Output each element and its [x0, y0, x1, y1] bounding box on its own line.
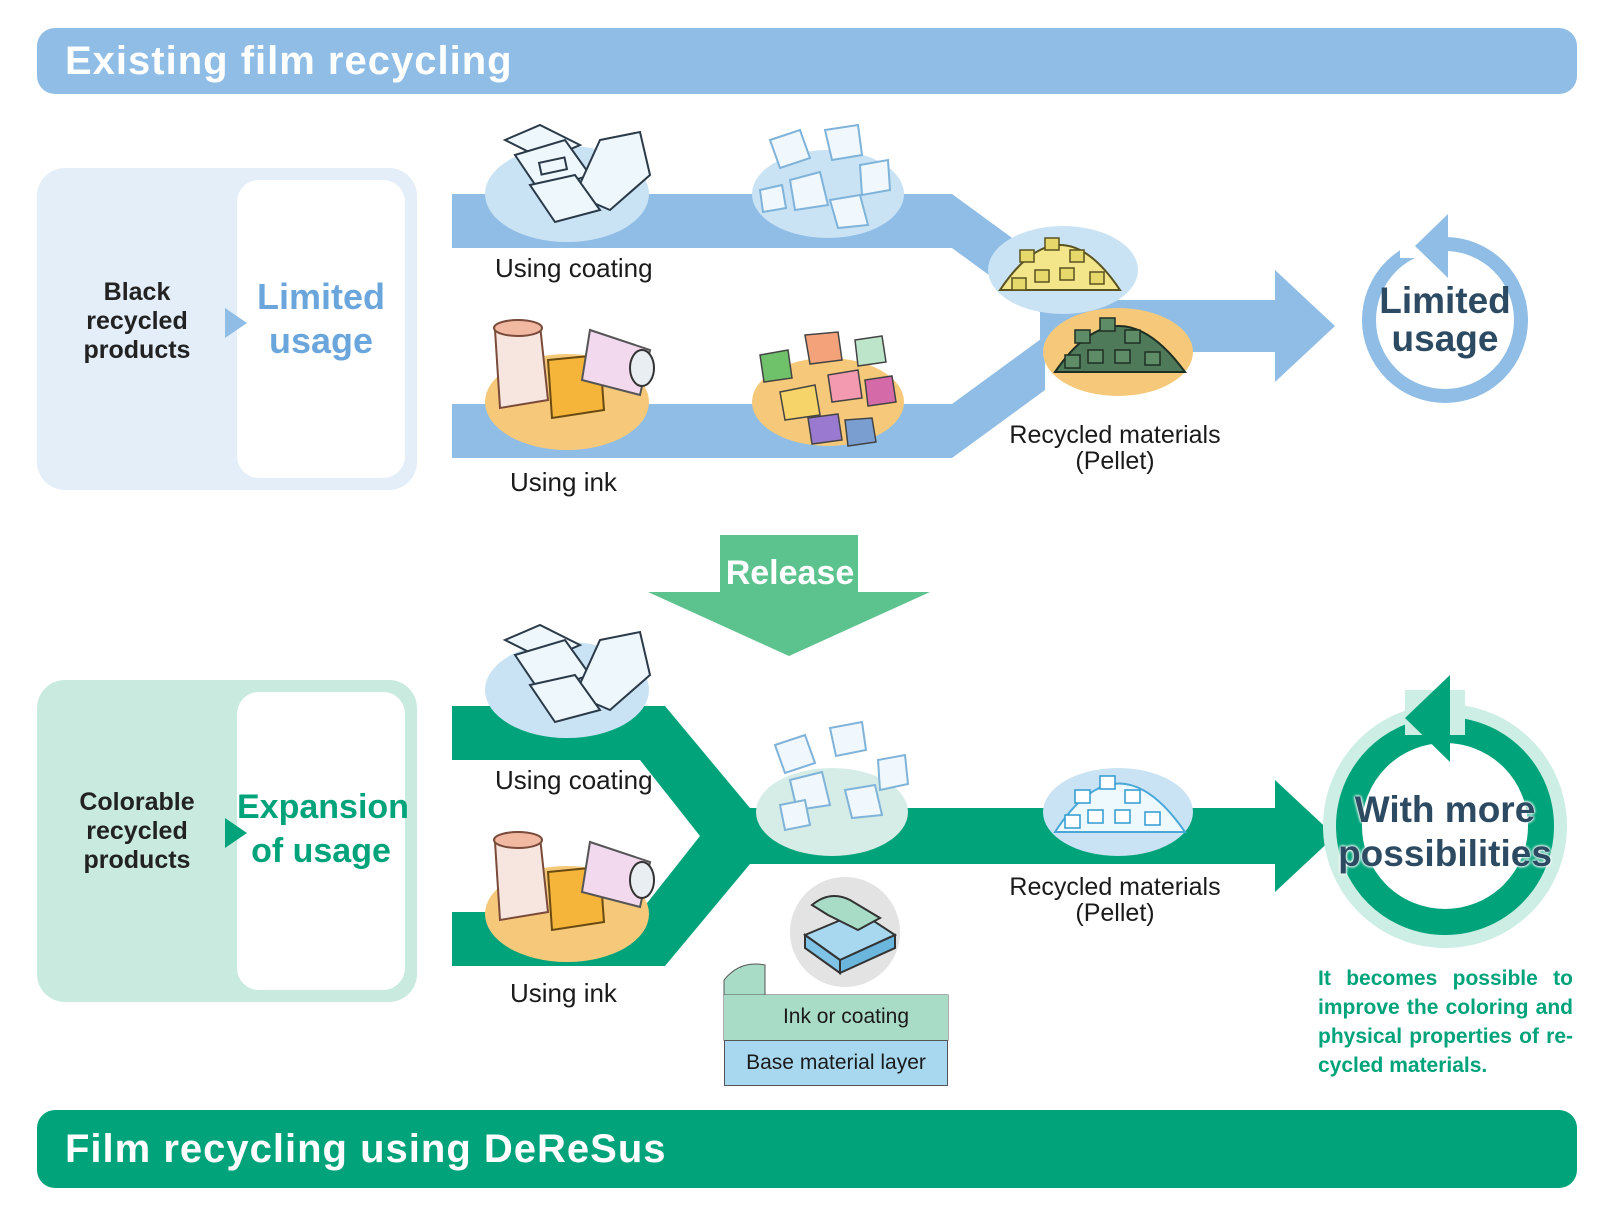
top-pellet-title: Recycled materials [1009, 421, 1221, 449]
limited-usage-label: Limited usage [256, 276, 385, 361]
bottom-pellet-title: Recycled materials [1009, 873, 1221, 901]
ink-packaging-illustration [485, 319, 655, 450]
limited-usage-cycle-icon [1362, 214, 1528, 403]
panel-inner-box [237, 180, 405, 478]
ink-packaging-illustration-2 [485, 831, 655, 962]
panel-arrow-icon [225, 308, 247, 338]
panel-inner-box-2 [237, 692, 405, 990]
top-pellet-sub: (Pellet) [1075, 447, 1155, 475]
merge-arrow [1040, 270, 1335, 382]
bottom-pellet-label: Recycled materials (Pellet) [990, 874, 1240, 926]
ink-layer-peel-shape [723, 963, 766, 996]
coating-film-illustration [485, 123, 652, 242]
deresus-recycling-banner: Film recycling using DeReSus [37, 1110, 1577, 1188]
ink-or-coating-layer: Ink or coating [724, 995, 948, 1040]
black-products-panel: Black recycled products Limited usage [37, 168, 417, 490]
colorable-products-panel: Colorable recycled products Expansion of… [37, 680, 417, 1002]
coating-film-illustration-2 [485, 623, 652, 738]
black-recycled-products-label: Black recycled products [83, 278, 191, 364]
clean-pellets-illustration [1043, 768, 1193, 856]
top-pellet-label: Recycled materials (Pellet) [990, 422, 1240, 474]
ink-shreds-illustration [752, 331, 904, 447]
existing-recycling-banner: Existing film recycling [37, 28, 1577, 94]
release-label: Release [725, 554, 855, 592]
coating-shreds-illustration [752, 123, 904, 238]
existing-recycling-title: Existing film recycling [65, 38, 513, 83]
release-arrow [648, 535, 930, 656]
deresus-recycling-title: Film recycling using DeReSus [65, 1126, 667, 1171]
bottom-result-label: With more possibilities [1338, 789, 1552, 874]
dark-pellets-illustration [1043, 308, 1193, 396]
bottom-using-ink-label: Using ink [510, 978, 617, 1008]
bottom-using-coating-label: Using coating [495, 765, 653, 795]
panel-arrow-icon-2 [225, 818, 247, 848]
improvement-note: It becomes possible to improve the color… [1318, 967, 1573, 1077]
possibilities-cycle-icon [1323, 675, 1567, 948]
top-result-label: Limited usage [1379, 280, 1511, 359]
clean-shreds-illustration [756, 720, 910, 856]
top-using-ink-label: Using ink [510, 467, 617, 497]
top-using-coating-label: Using coating [495, 253, 653, 283]
base-material-layer: Base material layer [724, 1040, 948, 1086]
layer-separation-illustration [790, 877, 900, 987]
bottom-pellet-sub: (Pellet) [1075, 899, 1155, 927]
yellow-pellets-illustration [988, 226, 1138, 314]
expansion-of-usage-label: Expansion of usage [237, 788, 409, 870]
colorable-recycled-products-label: Colorable recycled products [79, 788, 195, 874]
